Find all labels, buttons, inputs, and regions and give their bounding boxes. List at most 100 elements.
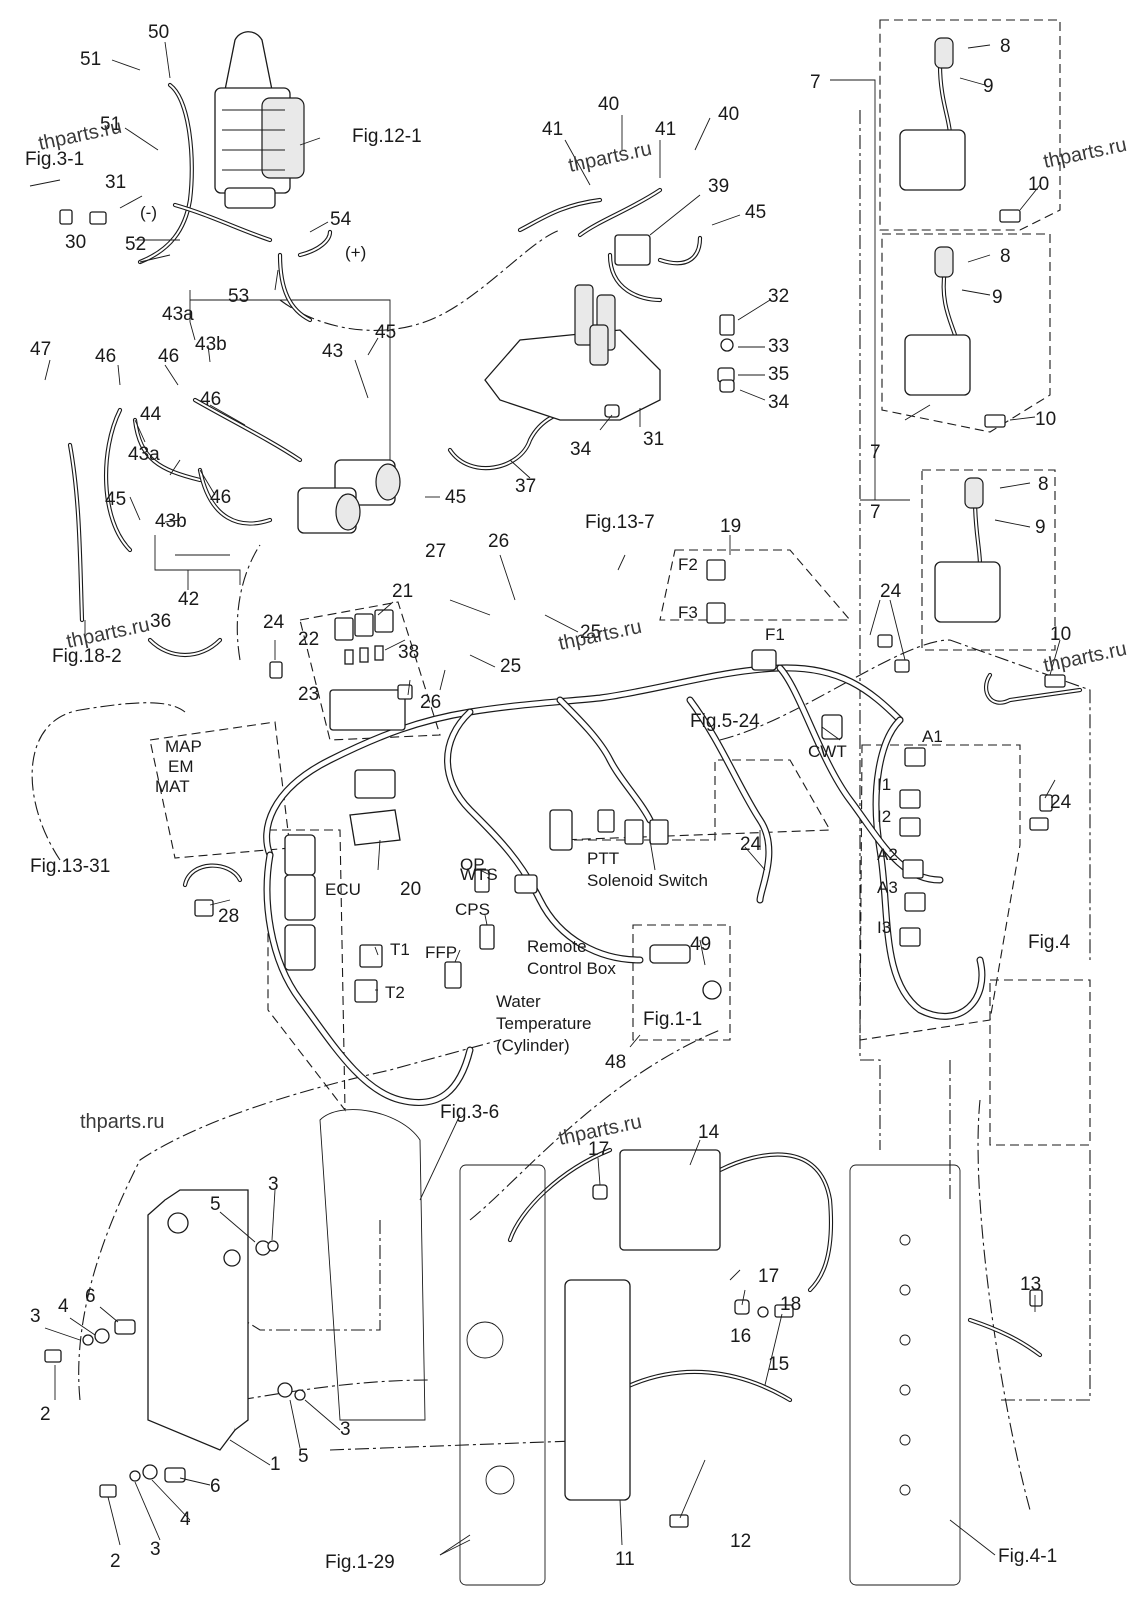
callout-14: 14 <box>698 1122 720 1143</box>
ref-fig-4-1: Fig.4-1 <box>998 1546 1057 1567</box>
callout-7: 7 <box>810 72 821 93</box>
callout-36: 36 <box>150 611 171 632</box>
callout-7: 7 <box>870 502 881 523</box>
callout-41: 41 <box>655 119 676 140</box>
callout-41: 41 <box>542 119 563 140</box>
callout-17: 17 <box>588 1139 609 1160</box>
callout-4: 4 <box>180 1509 191 1530</box>
callout-46: 46 <box>158 346 179 367</box>
callout-2: 2 <box>40 1404 51 1425</box>
ecu-box <box>147 1189 249 1451</box>
callout-27: 27 <box>425 541 446 562</box>
callout-4: 4 <box>58 1296 69 1317</box>
ref-fig-3-6: Fig.3-6 <box>440 1102 499 1123</box>
callout-29: 30 <box>65 232 86 253</box>
callout-45: 45 <box>745 202 766 223</box>
callout-24: 24 <box>263 612 285 633</box>
ref-fig-13-31: Fig.13-31 <box>30 856 110 877</box>
callout-50: 50 <box>148 22 169 43</box>
label-em: EM <box>168 757 194 776</box>
callout-40: 40 <box>598 94 619 115</box>
callout-9: 9 <box>983 76 994 97</box>
ref-fig-18-2: Fig.18-2 <box>52 646 122 667</box>
callout-43a: 43a <box>162 304 194 325</box>
desc-cylinder: (Cylinder) <box>496 1036 570 1055</box>
callout-22: 22 <box>298 629 319 650</box>
callout-33: 33 <box>768 336 789 357</box>
callout-6: 6 <box>85 1286 96 1307</box>
callout-3: 3 <box>30 1306 41 1327</box>
starter-motor <box>214 31 305 209</box>
callout-19: 19 <box>720 516 741 537</box>
callout-39: 39 <box>708 176 729 197</box>
main-wire-harness <box>263 664 986 1107</box>
label-f3: F3 <box>678 603 698 622</box>
desc-water: Water <box>496 992 541 1011</box>
callout-10: 10 <box>1028 174 1049 195</box>
ref-fig-1-1: Fig.1-1 <box>643 1009 702 1030</box>
callout-13: 13 <box>1020 1274 1041 1295</box>
callout-38: 38 <box>398 642 419 663</box>
label-map: MAP <box>165 737 202 756</box>
callout-43b: 43b <box>155 511 187 532</box>
callout-24: 24 <box>880 581 902 602</box>
callout-3: 3 <box>268 1174 279 1195</box>
callout-5: 5 <box>298 1446 309 1467</box>
watermark: thparts.ru <box>1041 134 1128 173</box>
callout-3: 3 <box>150 1539 161 1560</box>
misc-connectors <box>349 559 843 1000</box>
callout-48: 48 <box>605 1052 626 1073</box>
callout-8: 8 <box>1000 246 1011 267</box>
routing-lines <box>31 110 1091 1511</box>
callout-45: 45 <box>445 487 466 508</box>
callout-26: 26 <box>420 692 441 713</box>
injector-connectors <box>899 747 926 947</box>
callout-32: 32 <box>768 286 789 307</box>
callout-5: 5 <box>210 1194 221 1215</box>
callout-31: 31 <box>643 429 664 450</box>
callout-24: 24 <box>740 834 762 855</box>
callout-8: 8 <box>1038 474 1049 495</box>
callout-17: 17 <box>758 1266 779 1287</box>
callout-10: 10 <box>1050 624 1071 645</box>
label-i3: I3 <box>877 918 891 937</box>
label-f1: F1 <box>765 625 785 644</box>
callout-12: 12 <box>730 1531 751 1552</box>
ptt-relays <box>297 459 401 534</box>
callout-45: 45 <box>105 489 126 510</box>
callout-30: 31 <box>105 172 126 193</box>
label-a3: A3 <box>877 878 898 897</box>
callout-3: 3 <box>340 1419 351 1440</box>
callout-52: 52 <box>125 234 146 255</box>
callout-10: 10 <box>1035 409 1056 430</box>
label-ecu: ECU <box>325 880 361 899</box>
callout-28: 28 <box>218 906 239 927</box>
callout-20: 20 <box>400 879 421 900</box>
callout-24: 24 <box>1050 792 1072 813</box>
label-cps: CPS <box>455 900 490 919</box>
desc-remote: Remote <box>527 937 587 956</box>
desc-ptt: PTT <box>587 849 619 868</box>
ignition-coils <box>899 37 1001 623</box>
callout-37: 37 <box>515 476 536 497</box>
callout-1: 1 <box>270 1454 281 1475</box>
callout-49: 49 <box>690 934 711 955</box>
callout-25: 25 <box>500 656 521 677</box>
callout-43a: 43a <box>128 444 160 465</box>
label-t1: T1 <box>390 940 410 959</box>
callout-9: 9 <box>992 287 1003 308</box>
callout-21: 21 <box>392 581 413 602</box>
figure-references: Fig.3-1 Fig.12-1 Fig.18-2 Fig.13-7 Fig.5… <box>25 126 1071 1573</box>
callout-6: 6 <box>210 1476 221 1497</box>
callout-9: 9 <box>1035 517 1046 538</box>
watermark: thparts.ru <box>566 138 653 177</box>
ecu-connectors <box>194 769 495 1003</box>
watermark: thparts.ru <box>80 1111 164 1133</box>
callout-53: 53 <box>228 286 249 307</box>
callout-26: 26 <box>488 531 509 552</box>
callout-2: 2 <box>110 1551 121 1572</box>
label-minus: (-) <box>140 203 157 222</box>
part-number-callouts: 50 51 51 31 30 52 53 54 47 46 46 46 46 4… <box>30 22 1072 1572</box>
callout-34: 34 <box>768 392 790 413</box>
desc-solenoid-switch: Solenoid Switch <box>587 871 708 890</box>
